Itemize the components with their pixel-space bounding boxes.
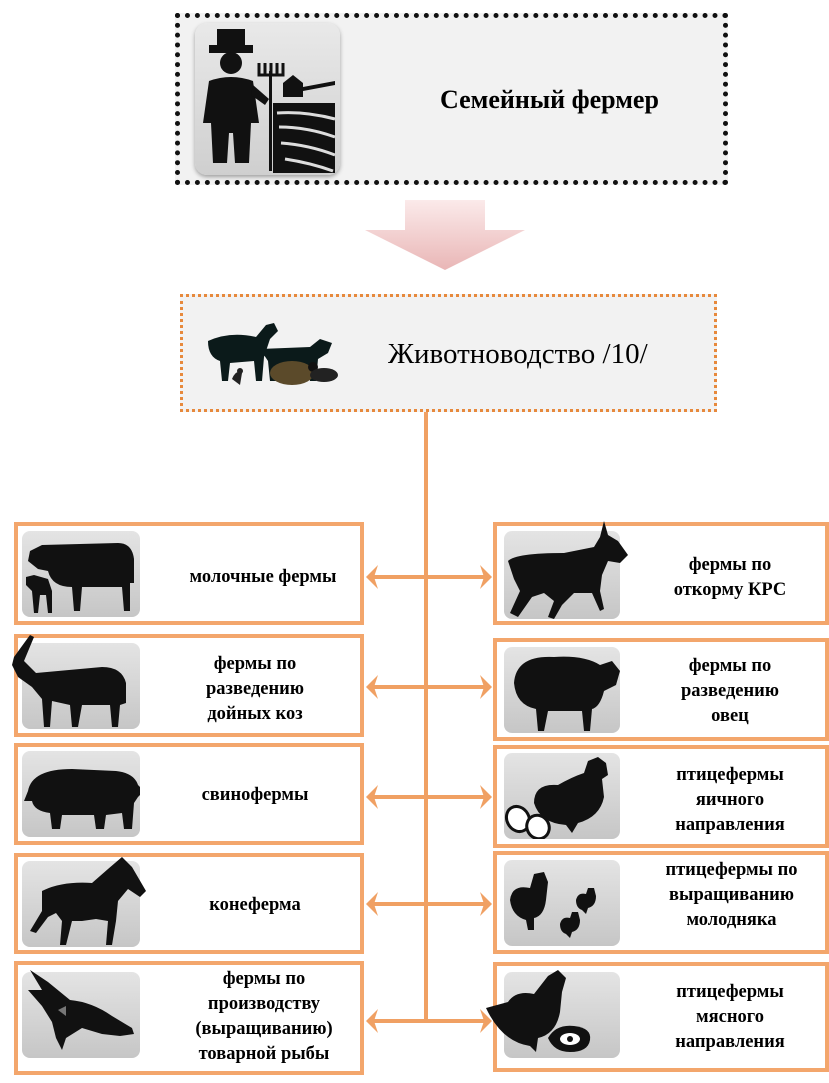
flow-arrow-icon (365, 200, 525, 270)
label-line: птицефермы (676, 982, 784, 1002)
livestock-title: Животноводство /10/ (388, 338, 648, 370)
label-line: молочные фермы (189, 567, 337, 587)
hen-meat-icon (486, 970, 620, 1058)
sheep-icon (504, 647, 620, 733)
arrowhead-right-icon (480, 1009, 492, 1033)
chickens-icon (504, 860, 620, 946)
farm-label-cattle-fattening: фермы по откорму КРС (650, 553, 810, 603)
label-line: производству (207, 994, 321, 1014)
arrowhead-right-icon (480, 675, 492, 699)
farm-label-horses: конеферма (180, 893, 330, 918)
label-line: направления (675, 1032, 785, 1052)
farm-label-sheep: фермы по разведению овец (660, 654, 800, 729)
arrowhead-right-icon (480, 785, 492, 809)
family-farmer-title: Семейный фермер (440, 85, 659, 114)
pig-icon (22, 751, 140, 837)
label-line: (выращиванию) (195, 1019, 333, 1039)
label-line: разведению (681, 681, 779, 701)
dairy-cow-icon (22, 531, 140, 617)
label-line: товарной рыбы (198, 1044, 330, 1064)
label-line: свинофермы (201, 785, 309, 805)
fish-icon (22, 970, 140, 1058)
label-line: яичного (695, 790, 765, 810)
farm-label-meat-poultry: птицефермы мясного направления (650, 980, 810, 1055)
label-line: направления (675, 815, 785, 835)
label-line: конеферма (209, 895, 301, 915)
bull-icon (504, 521, 628, 619)
label-line: откорму КРС (673, 580, 787, 600)
hen-eggs-icon (504, 753, 620, 839)
arrowhead-left-icon (366, 565, 378, 589)
label-line: дойных коз (207, 704, 303, 724)
arrowhead-right-icon (480, 565, 492, 589)
label-line: фермы по (688, 656, 772, 676)
arrowhead-left-icon (366, 785, 378, 809)
label-line: фермы по (222, 969, 306, 989)
label-line: молодняка (686, 910, 777, 930)
farm-label-young-poultry: птицефермы по выращиванию молодняка (634, 858, 829, 933)
livestock-group-icon (200, 311, 345, 391)
label-line: птицефермы (676, 765, 784, 785)
farm-label-fish: фермы по производству (выращиванию) това… (172, 967, 356, 1067)
farm-label-dairy: молочные фермы (165, 565, 361, 590)
arrowhead-left-icon (366, 892, 378, 916)
label-line: птицефермы по (665, 860, 798, 880)
arrowhead-left-icon (366, 1009, 378, 1033)
goat-icon (12, 635, 140, 729)
farm-label-egg-poultry: птицефермы яичного направления (650, 763, 810, 838)
farm-label-goats: фермы по разведению дойных коз (180, 652, 330, 727)
label-line: овец (711, 706, 749, 726)
label-line: фермы по (688, 555, 772, 575)
label-line: выращиванию (669, 885, 794, 905)
arrowhead-left-icon (366, 675, 378, 699)
farm-label-pigs: свинофермы (180, 783, 330, 808)
label-line: мясного (696, 1007, 764, 1027)
arrowhead-right-icon (480, 892, 492, 916)
label-line: фермы по (213, 654, 297, 674)
horse-icon (22, 857, 146, 947)
label-line: разведению (206, 679, 304, 699)
farmer-icon (195, 23, 340, 175)
